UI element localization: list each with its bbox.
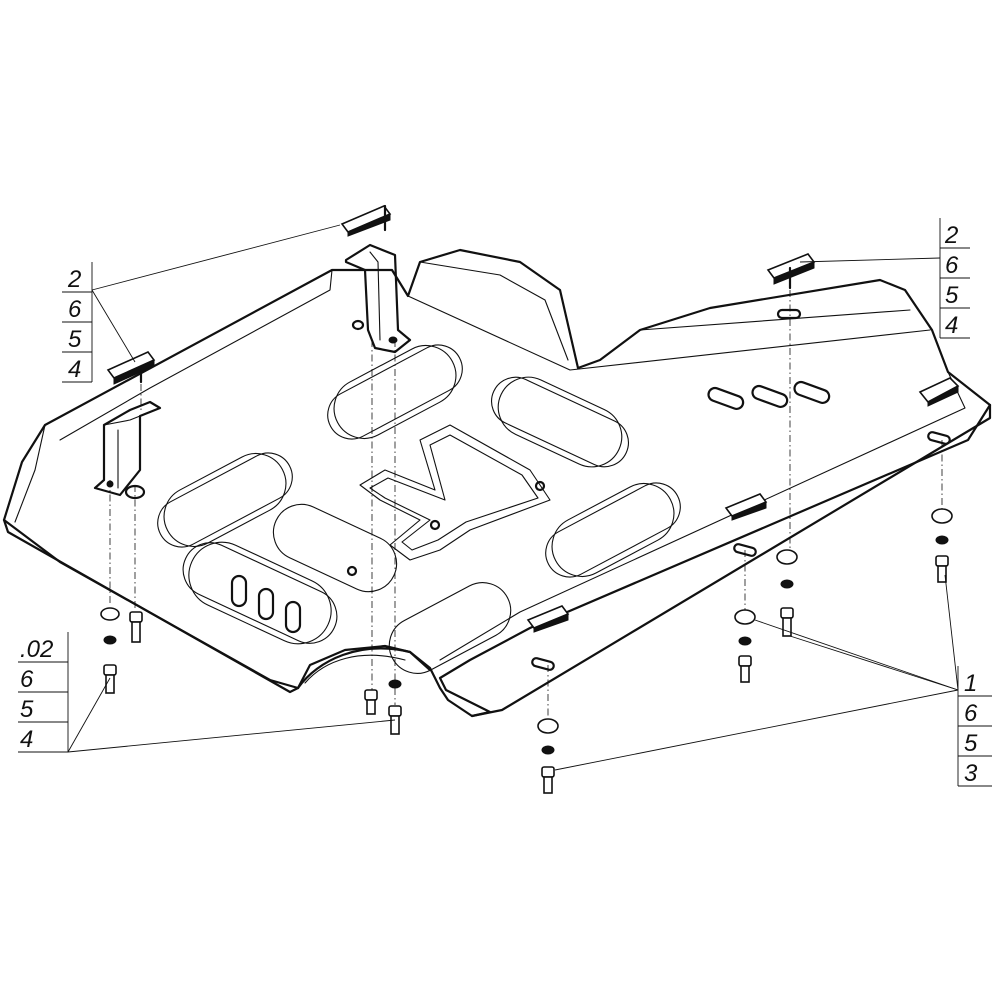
callout-part-number: 3: [964, 760, 978, 787]
exploded-clip-nut-top-right: [766, 253, 816, 290]
front-lip-inner: [304, 654, 406, 684]
mounting-hole: [346, 565, 358, 577]
callout-part-number: 2: [67, 266, 81, 293]
callout-part-number: 4: [945, 312, 958, 339]
vent-slot: [284, 600, 302, 634]
right-fold-line: [439, 371, 966, 661]
callout-part-number: 6: [945, 252, 959, 279]
relief-rib: [327, 344, 463, 440]
plate-outline: [2, 248, 992, 718]
clip-nut: [724, 493, 768, 521]
front-lip: [296, 647, 432, 690]
plate-lower-rim: [2, 518, 300, 694]
assembly-axes: [109, 290, 943, 720]
vent-slot: [707, 386, 745, 411]
top-right-fold-line: [639, 309, 911, 331]
fastener-stack-center: [364, 679, 402, 735]
clip-nut: [918, 377, 960, 407]
fastener-stack-front: [537, 718, 559, 794]
relief-rib: [388, 582, 512, 674]
callout-part-number: 4: [68, 356, 81, 383]
inner-hump-line: [419, 261, 569, 361]
exploded-clip-nut-top-center: [340, 204, 392, 237]
mounting-bracket-center: [344, 243, 412, 354]
mounting-bracket-left: [93, 400, 162, 497]
fastener-stack-right-center: [734, 549, 798, 683]
callout-bottom-left: .02 6 5 4: [18, 632, 69, 753]
relief-rib: [182, 542, 338, 644]
skid-plate: [2, 248, 992, 718]
relief-rib: [163, 453, 287, 547]
callout-part-number: 5: [964, 730, 978, 757]
relief-rib: [545, 482, 681, 578]
mounting-hole: [429, 519, 441, 531]
relief-rib: [188, 541, 332, 645]
relief-rib: [157, 452, 293, 548]
vent-slot: [230, 574, 248, 608]
callout-part-number: 5: [68, 326, 82, 353]
vent-slot: [751, 384, 789, 409]
clip-nut: [526, 605, 570, 633]
central-rib-inner: [369, 434, 539, 551]
relief-rib: [272, 503, 398, 593]
callout-part-number: 2: [944, 222, 958, 249]
callout-part-number: 6: [964, 700, 978, 727]
top-left-fold-line: [59, 269, 333, 441]
fastener-stack-left: [100, 607, 143, 694]
callout-part-number: 5: [20, 696, 34, 723]
callout-part-number: 1: [964, 670, 977, 697]
callout-part-number: 6: [68, 296, 82, 323]
mounting-slot: [927, 431, 951, 445]
relief-rib: [551, 483, 675, 577]
exploded-clip-nut-top-left: [106, 351, 156, 385]
mounting-hole: [534, 480, 546, 492]
mounting-slot: [531, 657, 555, 671]
callout-top-left: 2 6 5 4: [62, 262, 93, 383]
callout-part-number: 4: [20, 726, 33, 753]
leader-lines: [67, 224, 959, 771]
relief-rib: [333, 345, 457, 439]
callout-part-number: 6: [20, 666, 34, 693]
left-fold-line: [14, 424, 46, 523]
callout-part-number: .02: [20, 636, 53, 663]
central-rib: [359, 424, 551, 561]
fastener-stack-far-right: [931, 508, 953, 583]
relief-rib: [491, 376, 629, 468]
mounting-hole: [351, 319, 365, 331]
plate-lower-rim-right: [470, 403, 992, 718]
callout-bottom-right: 1 6 5 3: [957, 666, 992, 787]
plate-crease-line: [407, 295, 931, 371]
vent-slot: [257, 587, 275, 621]
callout-part-number: 5: [945, 282, 959, 309]
mounting-slot: [776, 308, 802, 320]
callout-top-right: 2 6 5 4: [939, 218, 970, 339]
mounting-slot: [733, 543, 757, 557]
relief-rib: [497, 376, 623, 468]
vent-slot: [793, 380, 831, 405]
